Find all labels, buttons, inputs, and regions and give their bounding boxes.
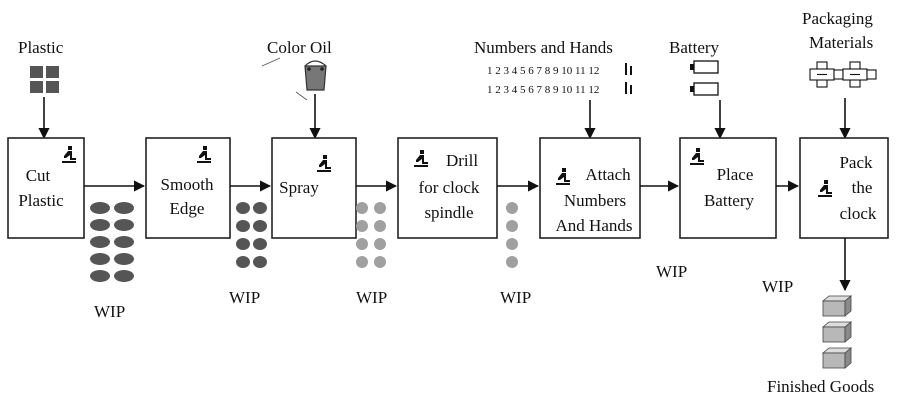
wip-pile-4 [506, 202, 518, 268]
step-smooth-edge-label-1: Smooth [161, 175, 214, 194]
step-place-battery-label-2: Battery [704, 191, 755, 210]
step-smooth-edge: Smooth Edge [145, 137, 231, 239]
step-pack-label-3: clock [840, 204, 877, 223]
step-smooth-edge-label-2: Edge [170, 199, 205, 218]
step-cut-plastic-label-2: Plastic [18, 191, 64, 210]
battery-label: Battery [669, 38, 720, 57]
step-drill-label-2: for clock [419, 178, 480, 197]
wip-pile-3 [356, 202, 386, 268]
step-cut-plastic: Cut Plastic [7, 137, 85, 239]
step-spray: Spray [271, 137, 357, 239]
step-pack-clock: Pack the clock [799, 137, 889, 239]
battery-icon [690, 60, 719, 96]
step-pack-label-1: Pack [839, 153, 873, 172]
step-drill-label-1: Drill [446, 151, 478, 170]
packaging-box-icon [809, 61, 877, 88]
step-attach-numbers-hands: Attach Numbers And Hands [539, 137, 641, 239]
number-strip-bottom: 1 2 3 4 5 6 7 8 9 10 11 12 [487, 84, 599, 96]
wip-label-5: WIP [656, 262, 687, 281]
oil-bucket-icon [304, 60, 327, 91]
step-attach-label-1: Attach [585, 165, 631, 184]
step-place-battery: Place Battery [679, 137, 777, 239]
step-pack-label-2: the [852, 178, 873, 197]
numbers-hands-label: Numbers and Hands [474, 38, 613, 57]
wip-label-6: WIP [762, 277, 793, 296]
wip-pile-2 [236, 202, 267, 268]
color-oil-label: Color Oil [267, 38, 332, 57]
packaging-label-2: Materials [809, 33, 873, 52]
step-drill-label-3: spindle [424, 203, 473, 222]
plastic-label: Plastic [18, 38, 64, 57]
step-attach-label-2: Numbers [564, 191, 626, 210]
step-drill-spindle: Drill for clock spindle [397, 137, 498, 239]
step-place-battery-label-1: Place [717, 165, 754, 184]
wip-pile-1 [90, 202, 134, 282]
wip-label-1: WIP [94, 302, 125, 321]
finished-goods-boxes-icon [821, 295, 853, 369]
step-spray-label: Spray [279, 178, 319, 197]
clock-hands-icon [625, 63, 632, 94]
number-strip-top: 1 2 3 4 5 6 7 8 9 10 11 12 [487, 65, 599, 77]
step-attach-label-3: And Hands [556, 216, 633, 235]
step-cut-plastic-label-1: Cut [26, 166, 51, 185]
finished-goods-label: Finished Goods [767, 377, 874, 396]
packaging-label-1: Packaging [802, 9, 873, 28]
wip-label-2: WIP [229, 288, 260, 307]
plastic-sheets-icon [30, 66, 59, 93]
wip-label-3: WIP [356, 288, 387, 307]
wip-label-4: WIP [500, 288, 531, 307]
